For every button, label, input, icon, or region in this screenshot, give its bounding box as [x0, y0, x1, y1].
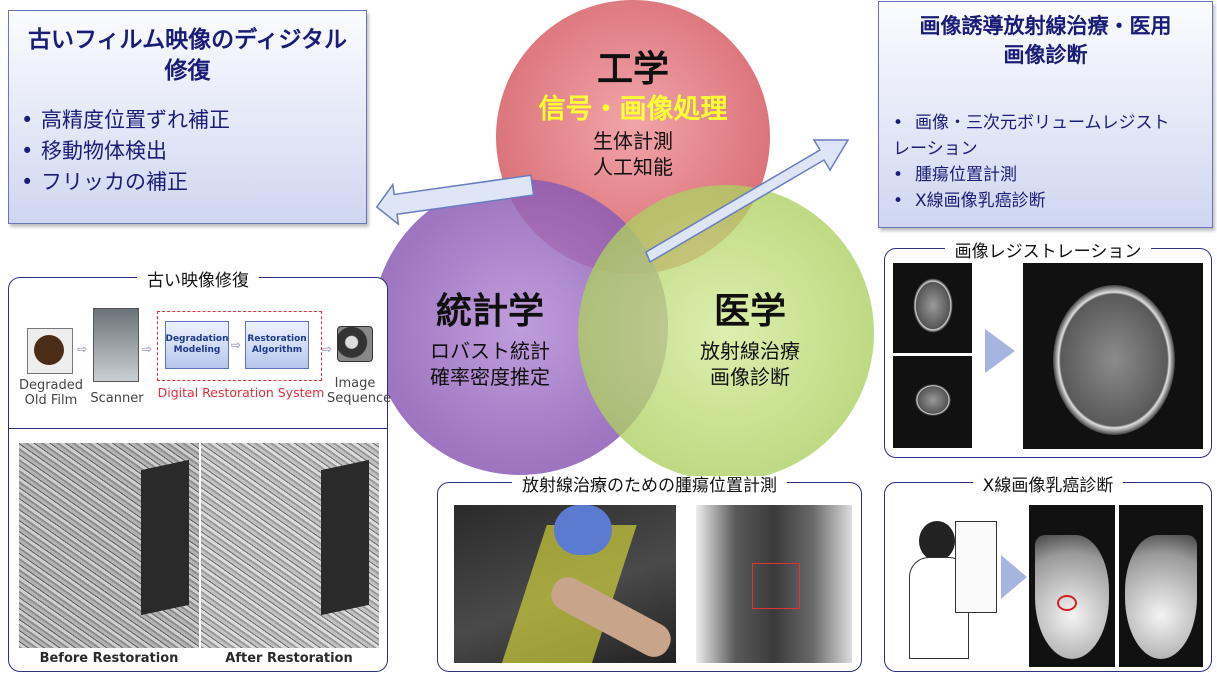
registration-panel-label: 画像レジストレーション — [885, 237, 1211, 262]
flow-arrow: ⇨ — [231, 338, 242, 352]
before-restoration-image — [19, 443, 199, 648]
after-restoration-image — [201, 443, 379, 648]
list-item: フリッカの補正 — [19, 167, 366, 198]
flow-arrow: ⇨ — [142, 342, 153, 356]
film-reel-icon — [27, 328, 73, 374]
treatment-room-image — [454, 505, 676, 663]
restoration-panel: 古い映像修復 Degraded Old Film ⇨ Scanner ⇨ Deg… — [8, 271, 392, 672]
right-box-title-line2: 画像診断 — [1003, 43, 1088, 67]
after-caption: After Restoration — [225, 651, 353, 666]
left-topic-box: 古いフィルム映像のディジタル 修復 高精度位置ずれ補正 移動物体検出 フリッカの… — [8, 10, 367, 224]
ct-slice-top — [893, 263, 972, 353]
panel-label-text: X線画像乳癌診断 — [972, 476, 1124, 496]
medicine-title: 医学 — [713, 291, 786, 332]
left-arrow — [375, 174, 535, 226]
degradation-modeling-box: Degradation Modeling — [165, 321, 229, 369]
list-item: •X線画像乳癌診断 — [893, 191, 1046, 211]
list-item-text: X線画像乳癌診断 — [915, 191, 1046, 211]
list-item: •腫瘍位置計測 — [893, 165, 1017, 185]
left-box-list: 高精度位置ずれ補正 移動物体検出 フリッカの補正 — [19, 105, 366, 198]
list-item-text: 画像・三次元ボリュームレジスト — [915, 113, 1170, 133]
engineering-sub2: 人工知能 — [593, 155, 673, 179]
list-item-continued: レーション — [893, 139, 978, 159]
mammography-illustration — [895, 511, 1005, 661]
list-item: •画像・三次元ボリュームレジスト — [893, 113, 1170, 133]
engineering-title: 工学 — [596, 49, 669, 90]
image-sequence-caption: Image Sequence — [327, 376, 392, 406]
fluoroscopy-image — [696, 505, 852, 663]
scanner-image — [93, 308, 139, 382]
panel-label-text: 古い映像修復 — [137, 271, 259, 291]
tumor-panel: 放射線治療のための腫瘍位置計測 — [437, 476, 862, 672]
left-box-title-line1: 古いフィルム映像のディジタル — [27, 27, 347, 53]
tumor-roi-box — [752, 563, 800, 609]
digital-system-frame — [157, 311, 322, 381]
mammo-panel: X線画像乳癌診断 — [884, 476, 1212, 672]
medicine-sub2: 画像診断 — [710, 365, 790, 389]
left-box-title: 古いフィルム映像のディジタル 修復 — [9, 25, 366, 87]
engineering-sub1: 生体計測 — [593, 129, 673, 153]
list-item: 移動物体検出 — [19, 136, 366, 167]
statistics-circle — [372, 179, 668, 475]
list-item: 高精度位置ずれ補正 — [19, 105, 366, 136]
system-caption: Digital Restoration System — [157, 385, 325, 400]
medicine-sub1: 放射線治療 — [700, 339, 800, 363]
mammo-arrow — [1001, 555, 1027, 599]
registration-panel: 画像レジストレーション — [884, 242, 1212, 458]
before-caption: Before Restoration — [39, 651, 179, 666]
engineering-highlight: 信号・画像処理 — [538, 94, 728, 125]
flow-arrow: ⇨ — [77, 342, 88, 356]
ct-slice-bottom — [893, 356, 972, 448]
statistics-label: 統計学 ロバスト統計 確率密度推定 — [390, 282, 590, 390]
flow-arrow: ⇨ — [322, 342, 333, 356]
restoration-algorithm-box: Restoration Algorithm — [245, 321, 309, 369]
scanner-caption: Scanner — [90, 391, 144, 406]
sign-board — [321, 459, 369, 616]
left-box-title-line2: 修復 — [164, 58, 211, 84]
mammogram-left — [1029, 505, 1115, 667]
registration-arrow — [985, 329, 1015, 373]
ct-registered-image — [1023, 263, 1203, 449]
statistics-title: 統計学 — [435, 291, 544, 332]
lesion-marker — [1057, 595, 1077, 611]
venn-diagram — [372, 0, 874, 480]
panel-divider — [9, 428, 387, 429]
list-item-text: 腫瘍位置計測 — [915, 165, 1017, 185]
tumor-panel-label: 放射線治療のための腫瘍位置計測 — [438, 471, 861, 496]
medicine-label: 医学 放射線治療 画像診断 — [660, 282, 840, 390]
engineering-label: 工学 信号・画像処理 生体計測 人工知能 — [533, 40, 733, 180]
restoration-panel-label: 古い映像修復 — [9, 266, 387, 291]
hard-disk-image — [337, 326, 373, 362]
statistics-sub2: 確率密度推定 — [430, 365, 550, 389]
right-arrow — [645, 139, 850, 264]
right-topic-box: 画像誘導放射線治療・医用 画像診断 •画像・三次元ボリュームレジスト レーション… — [878, 1, 1213, 228]
panel-label-text: 画像レジストレーション — [944, 242, 1152, 262]
statistics-sub1: ロバスト統計 — [430, 339, 550, 363]
mammo-panel-label: X線画像乳癌診断 — [885, 471, 1211, 496]
panel-label-text: 放射線治療のための腫瘍位置計測 — [512, 476, 787, 496]
mammogram-right — [1119, 505, 1203, 667]
degraded-caption: Degraded Old Film — [18, 378, 84, 408]
right-box-title: 画像誘導放射線治療・医用 画像診断 — [879, 12, 1212, 70]
right-box-list: •画像・三次元ボリュームレジスト レーション •腫瘍位置計測 •X線画像乳癌診断 — [893, 110, 1212, 214]
sign-board — [141, 459, 189, 616]
right-box-title-line1: 画像誘導放射線治療・医用 — [919, 14, 1172, 38]
